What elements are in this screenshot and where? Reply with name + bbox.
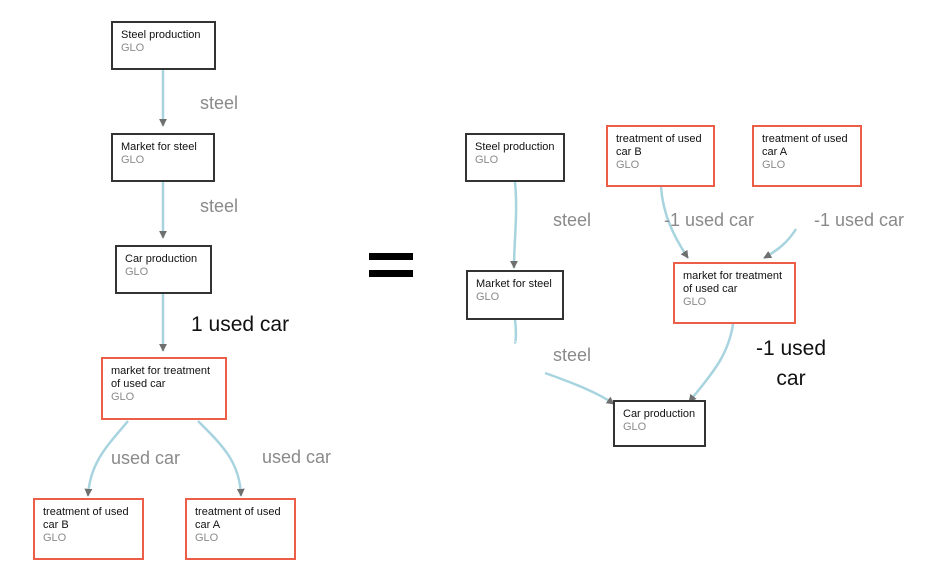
right-edge-b-to-treatment-market bbox=[659, 186, 690, 259]
left-edge-label-steel-1: steel bbox=[200, 93, 239, 113]
node-location: GLO bbox=[43, 532, 67, 544]
right-edge-label-neg-b: -1 used car bbox=[664, 210, 755, 230]
node-title: Car production bbox=[623, 408, 696, 420]
right-edge-label-neg-a: -1 used car bbox=[814, 210, 905, 230]
node-title: Steel production bbox=[475, 141, 555, 153]
right-node-car-production[interactable]: Car production GLO bbox=[613, 400, 706, 447]
equals-bar-top bbox=[369, 253, 413, 260]
left-edge-treatment-market-to-a bbox=[197, 420, 245, 497]
equals-bar-bottom bbox=[369, 270, 413, 277]
right-node-treatment-a[interactable]: treatment of used car A GLO bbox=[752, 125, 862, 187]
left-node-car-production[interactable]: Car production GLO bbox=[115, 245, 212, 294]
left-edge-treatment-market-to-b bbox=[84, 420, 129, 497]
right-edge-market-to-car bbox=[513, 319, 614, 404]
right-edge-label-neg-total: -1 used car bbox=[755, 337, 827, 390]
right-edge-a-to-treatment-market bbox=[763, 228, 798, 260]
equals-sign bbox=[369, 253, 413, 287]
left-node-treatment-a[interactable]: treatment of used car A GLO bbox=[185, 498, 296, 560]
right-node-market-for-treatment[interactable]: market for treatment of used car GLO bbox=[673, 262, 796, 324]
node-location: GLO bbox=[111, 391, 135, 403]
node-title: market for treatment of used car bbox=[683, 270, 783, 295]
left-edge-label-used-car-b: used car bbox=[111, 448, 181, 468]
right-edge-steel-to-market bbox=[510, 181, 519, 269]
node-location: GLO bbox=[121, 42, 145, 54]
left-node-market-for-treatment[interactable]: market for treatment of used car GLO bbox=[101, 357, 227, 420]
right-node-treatment-b[interactable]: treatment of used car B GLO bbox=[606, 125, 715, 187]
node-title: treatment of used car B bbox=[616, 133, 702, 158]
right-edge-label-steel-2: steel bbox=[553, 345, 592, 365]
node-location: GLO bbox=[616, 159, 640, 171]
node-location: GLO bbox=[476, 291, 500, 303]
node-title: Steel production bbox=[121, 29, 201, 41]
left-node-market-for-steel[interactable]: Market for steel GLO bbox=[111, 133, 215, 182]
node-location: GLO bbox=[125, 266, 149, 278]
node-title: treatment of used car A bbox=[195, 506, 281, 531]
right-edge-treatment-market-to-car bbox=[688, 323, 735, 403]
node-title: Car production bbox=[125, 253, 198, 265]
node-location: GLO bbox=[475, 154, 499, 166]
node-location: GLO bbox=[762, 159, 786, 171]
node-title: Market for steel bbox=[121, 141, 197, 153]
left-node-treatment-b[interactable]: treatment of used car B GLO bbox=[33, 498, 144, 560]
node-location: GLO bbox=[121, 154, 145, 166]
node-title: Market for steel bbox=[476, 278, 552, 290]
node-location: GLO bbox=[623, 421, 647, 433]
left-edge-label-steel-2: steel bbox=[200, 196, 239, 216]
left-edge-label-used-car-a: used car bbox=[262, 447, 332, 467]
left-edge-label-1-used-car: 1 used car bbox=[191, 313, 290, 336]
right-node-steel-production[interactable]: Steel production GLO bbox=[465, 133, 565, 182]
right-edge-label-steel-1: steel bbox=[553, 210, 592, 230]
right-node-market-for-steel[interactable]: Market for steel GLO bbox=[466, 270, 564, 320]
left-node-steel-production[interactable]: Steel production GLO bbox=[111, 21, 216, 70]
node-title: market for treatment of used car bbox=[111, 365, 211, 390]
node-title: treatment of used car B bbox=[43, 506, 129, 531]
node-title: treatment of used car A bbox=[762, 133, 848, 158]
node-location: GLO bbox=[195, 532, 219, 544]
node-location: GLO bbox=[683, 296, 707, 308]
